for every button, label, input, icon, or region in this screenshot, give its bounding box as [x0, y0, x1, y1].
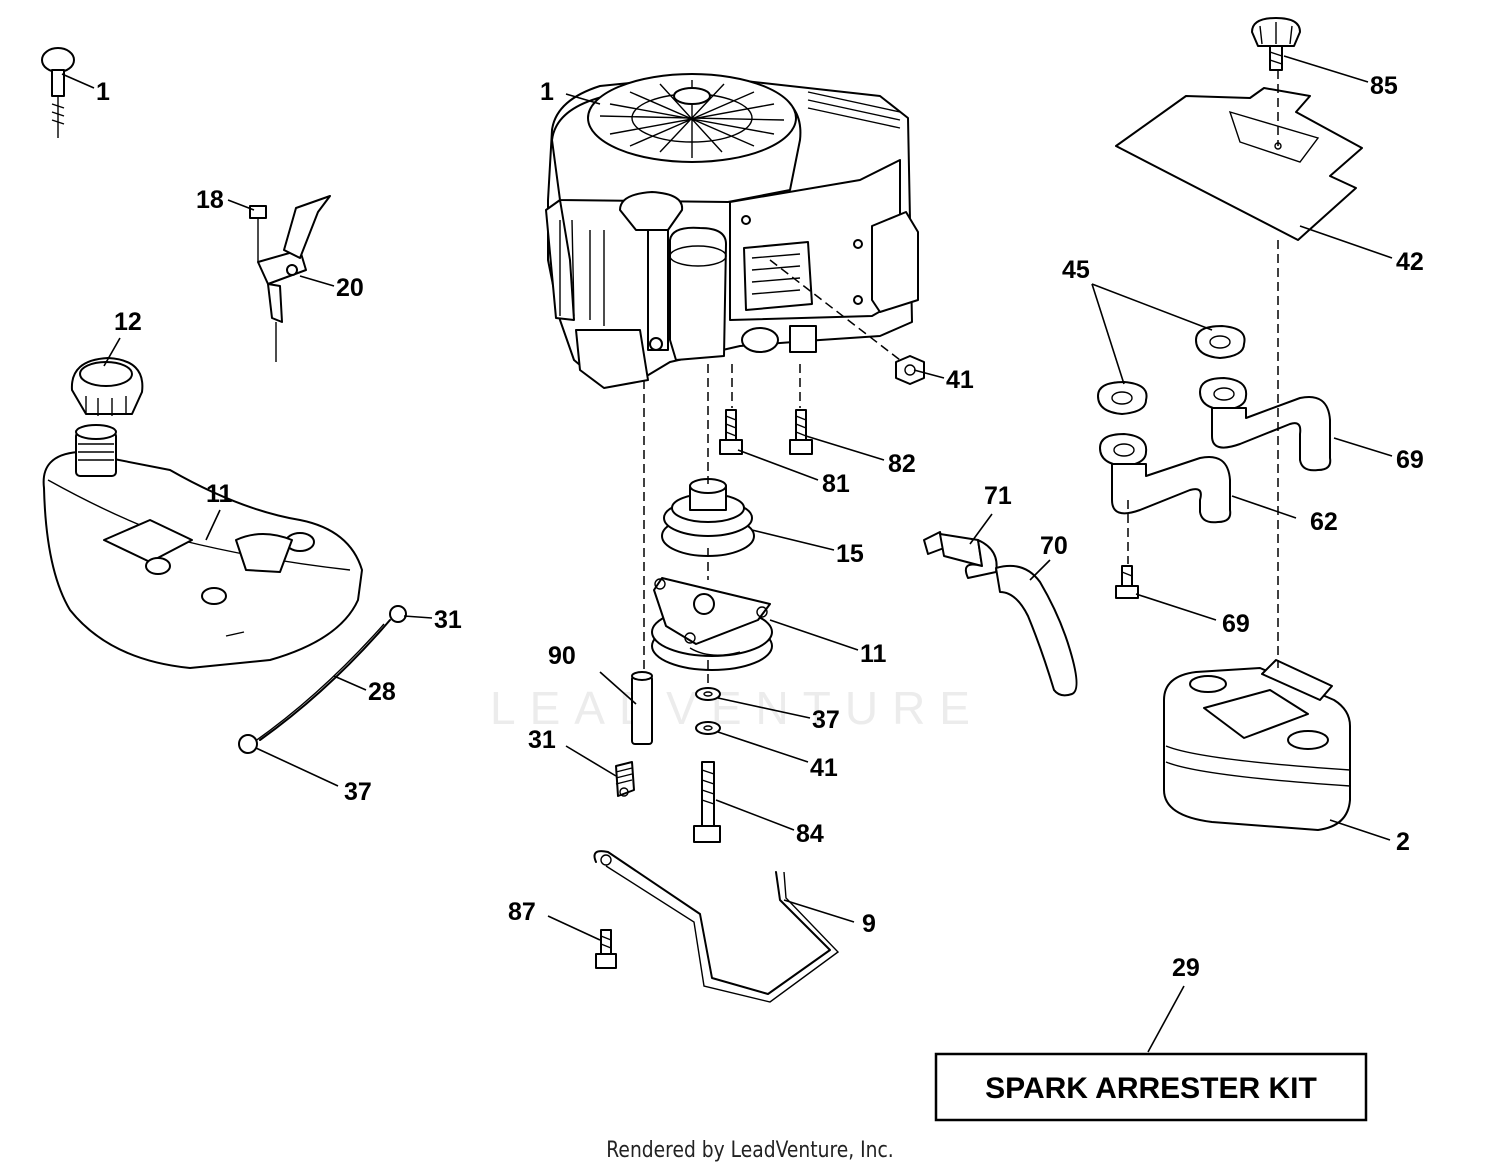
- callout-45: 41: [946, 366, 974, 394]
- callout-31: 31: [528, 726, 556, 754]
- part-2-muffler: [1163, 659, 1351, 831]
- leader-lines: [61, 55, 1393, 1053]
- callout-87: 85: [1370, 72, 1398, 100]
- part-31-spring: [615, 761, 635, 797]
- callout-71: 69: [1396, 446, 1424, 474]
- part-12-pulley: [661, 478, 755, 557]
- part-45-nut: [895, 355, 925, 385]
- spark-arrester-kit-box: SPARK ARRESTER KIT: [934, 1052, 1368, 1122]
- part-9-rod: [593, 850, 840, 1003]
- callout-12: 15: [836, 540, 864, 568]
- callout-numbers: 1 18 20 12 11 31 28 37 1 41 81 82 15 11 …: [96, 72, 1424, 982]
- callout-79: 69: [1222, 610, 1250, 638]
- callout-22: 1: [96, 78, 110, 106]
- callout-37-bottom: 37: [344, 778, 372, 806]
- part-90-bolt: [595, 929, 617, 969]
- footer-credit: Rendered by LeadVenture, Inc.: [606, 1138, 894, 1163]
- part-69-gaskets: [1097, 325, 1246, 415]
- part-28-fuel-hose: [238, 605, 407, 754]
- callout-85: 84: [796, 820, 824, 848]
- watermark: LEADVENTURE: [490, 682, 984, 734]
- callout-11: 11: [860, 640, 887, 668]
- callout-2: 2: [1396, 828, 1410, 856]
- callout-69: 45: [1062, 256, 1090, 284]
- part-79-bolt: [1115, 565, 1139, 599]
- part-41-42-washers: [695, 687, 721, 735]
- callout-70: 62: [1310, 508, 1338, 536]
- callout-37-top: 31: [434, 606, 462, 634]
- part-1-engine: [545, 73, 919, 389]
- part-82-81-spark-plug: [923, 531, 1078, 697]
- callout-28: 28: [368, 678, 396, 706]
- callout-1: 1: [540, 78, 554, 106]
- callout-42: 41: [810, 754, 838, 782]
- callout-9: 9: [862, 910, 876, 938]
- callout-81: 70: [1040, 532, 1068, 560]
- part-85-bolt: [693, 761, 721, 843]
- callout-90: 87: [508, 898, 536, 926]
- part-84-bolts: [719, 409, 813, 455]
- part-62-heat-shield: [1115, 87, 1363, 241]
- callout-41: 37: [812, 706, 840, 734]
- part-70-exhaust-pipe: [1099, 433, 1232, 524]
- callout-84-right: 82: [888, 450, 916, 478]
- callout-62: 42: [1396, 248, 1424, 276]
- part-71-exhaust-pipe: [1199, 377, 1332, 472]
- part-18-fuel-cap: [70, 357, 144, 416]
- part-91-sleeve: [631, 671, 653, 745]
- callout-15: 11: [206, 480, 233, 508]
- part-11-clutch: [651, 577, 773, 671]
- callout-21: 18: [196, 186, 224, 214]
- kit-label: SPARK ARRESTER KIT: [985, 1072, 1317, 1105]
- part-22-bolt: [41, 47, 75, 138]
- callout-84-left: 81: [822, 470, 850, 498]
- callout-91: 90: [548, 642, 576, 670]
- part-21-20-bracket: [249, 195, 331, 362]
- callout-20: 20: [336, 274, 364, 302]
- callout-18: 12: [114, 308, 142, 336]
- callout-29: 29: [1172, 954, 1200, 982]
- part-87-bolt: [1251, 17, 1301, 71]
- alignment-lines: [643, 70, 1279, 684]
- part-15-fuel-tank: [42, 424, 363, 669]
- callout-82: 71: [984, 482, 1012, 510]
